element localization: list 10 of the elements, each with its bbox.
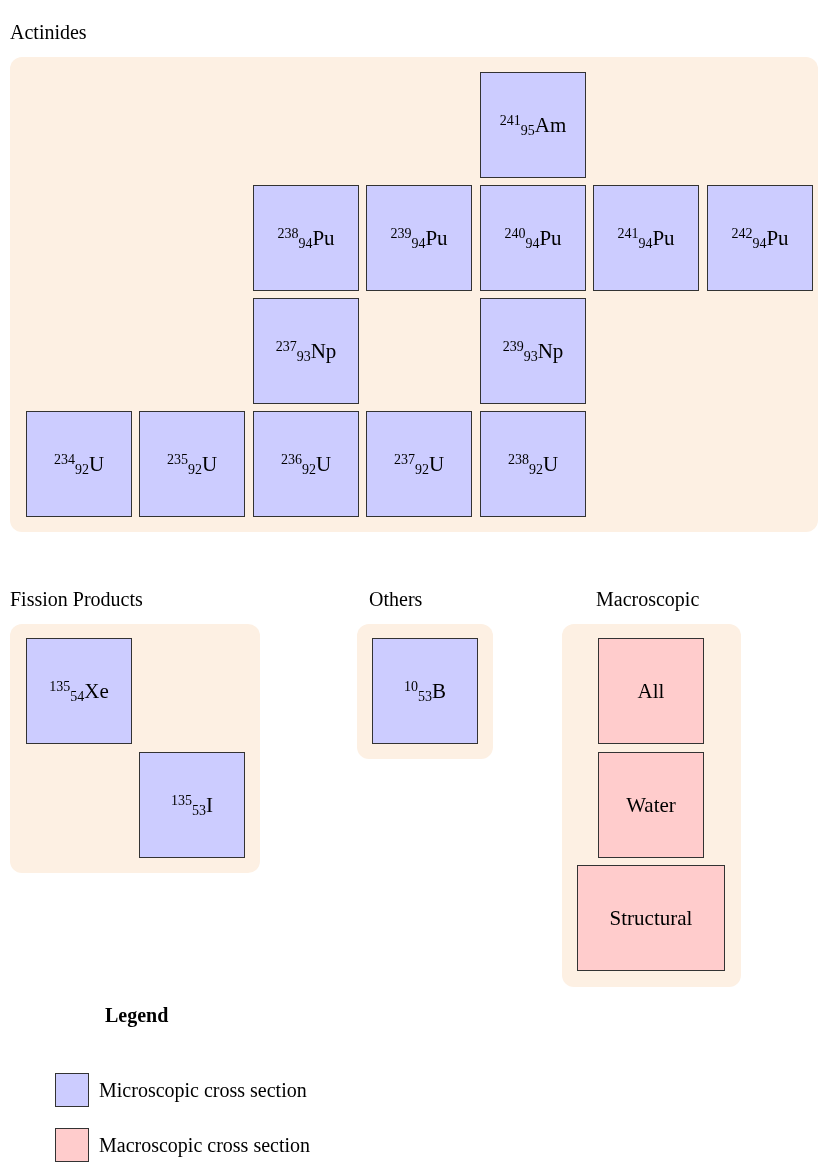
legend-text: Microscopic cross section — [99, 1078, 307, 1104]
group-heading: Actinides — [10, 20, 87, 45]
group-heading: Fission Products — [10, 587, 143, 612]
cross-section-box: Water — [598, 752, 704, 858]
legend-text: Macroscopic cross section — [99, 1133, 311, 1159]
group-heading: Macroscopic — [596, 587, 700, 613]
cross-section-box: All — [598, 638, 704, 744]
group-heading: Others — [369, 587, 423, 612]
legend-heading: Legend — [105, 1003, 169, 1029]
cross-section-box: Structural — [577, 865, 725, 971]
